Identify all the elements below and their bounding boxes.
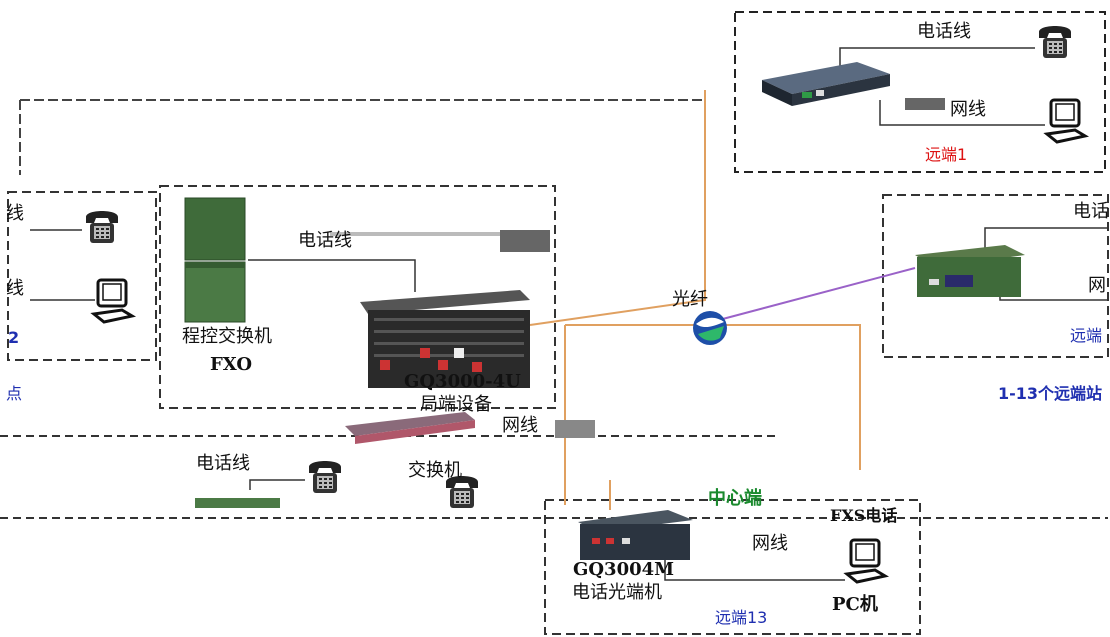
pc-icon: [92, 278, 134, 324]
remote-range-label: 1-13个远端站: [998, 384, 1103, 403]
right-phone-line-label: 电话: [1073, 201, 1109, 222]
center-phone-line-label: 电话线: [298, 230, 352, 251]
remote1-phone-line-label: 电话线: [917, 21, 971, 42]
telephone-icon: [309, 461, 341, 493]
switch-net-line-label: 网线: [502, 415, 538, 436]
r13-pc-label: PC机: [832, 594, 878, 615]
left-node-label: 点: [6, 384, 23, 403]
center-region: [159, 185, 556, 409]
pc-icon: [845, 538, 887, 584]
rack-icon: [360, 290, 530, 388]
r13-desc-label: 电话光端机: [572, 582, 662, 603]
center-name: 中心端: [708, 488, 762, 509]
pbx-sub-label: FXO: [210, 354, 253, 375]
telephone-icon: [1039, 26, 1071, 58]
right-remote-name: 远端: [1070, 326, 1103, 345]
right-net-line-label: 网: [1088, 275, 1106, 296]
pc-icon: [1045, 98, 1087, 144]
pbx-label: 程控交换机: [182, 326, 272, 347]
bottom-device-label: 交换机: [408, 460, 462, 481]
optical-terminal-icon: [915, 245, 1025, 297]
switch-icon: [345, 412, 475, 444]
remote1-terminal: [762, 62, 890, 106]
rack-model-label: GQ3000-4U: [404, 371, 521, 392]
remote1-net-line-label: 网线: [950, 99, 986, 120]
label-box: [500, 230, 550, 252]
remote1-region: [734, 11, 1106, 173]
fiber-label: 光纤: [672, 289, 708, 310]
left-remote-name: 2: [8, 328, 20, 347]
label-underline: [330, 232, 550, 236]
fiber-links: [529, 90, 916, 510]
redaction-bar: [905, 98, 945, 110]
redaction-bar: [555, 420, 595, 438]
remote13-region: [544, 499, 921, 635]
r13-name: 远端13: [715, 608, 768, 627]
pbx-icon: [184, 197, 246, 323]
left-remote-region: [7, 191, 157, 361]
rack-sub-label: 局端设备: [420, 394, 492, 415]
remote1-name: 远端1: [925, 145, 968, 164]
telephone-icon: [86, 211, 118, 243]
fxs-phone-label: FXS电话: [830, 506, 898, 525]
bottom-phone-line-label: 电话线: [196, 453, 250, 474]
fiber-globe-icon: [693, 311, 727, 345]
r13-model-label: GQ3004M: [573, 559, 675, 580]
device-strip: [195, 498, 280, 508]
left-phone-line-label: 线: [6, 203, 24, 224]
optical-terminal-icon: [578, 510, 693, 560]
left-net-line-label: 线: [6, 278, 24, 299]
r13-net-line-label: 网线: [752, 533, 788, 554]
